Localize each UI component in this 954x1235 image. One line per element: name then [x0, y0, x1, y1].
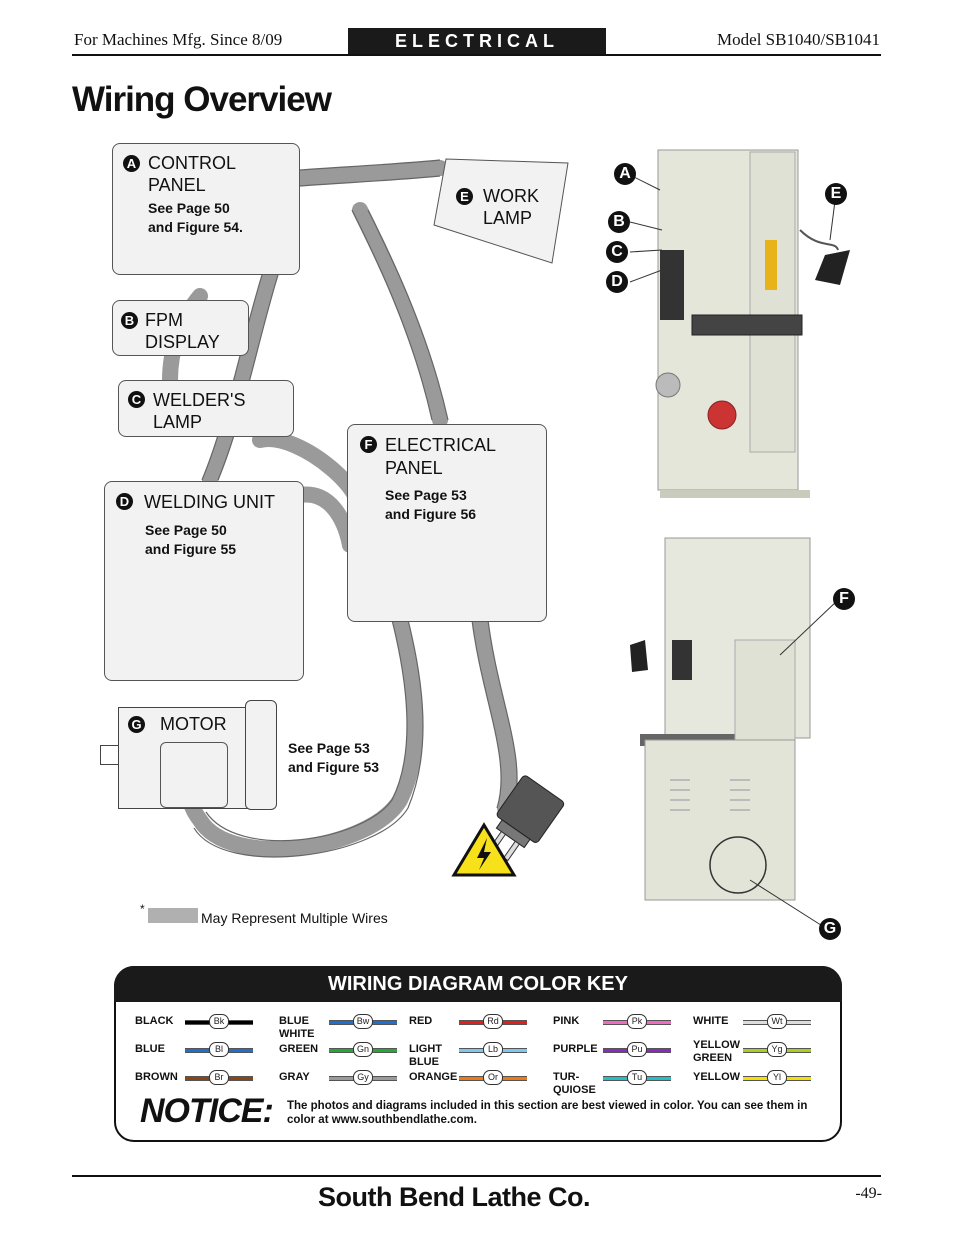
welding-unit-box: D WELDING UNIT See Page 50 and Figure 55 [104, 481, 304, 681]
welders-lamp-label-2: LAMP [153, 412, 203, 432]
color-key-name: BLUE WHITE [279, 1015, 315, 1040]
header-section-tab: ELECTRICAL [348, 28, 606, 54]
color-key-abbr: Yl [767, 1070, 787, 1085]
work-lamp-label-2: LAMP [483, 208, 533, 228]
motor-end-cap [245, 700, 277, 810]
color-key-name: GREEN [279, 1043, 319, 1055]
color-key-abbr: Gn [353, 1042, 373, 1057]
badge-f: F [360, 436, 377, 453]
color-key-abbr: Gy [353, 1070, 373, 1085]
color-key-abbr: Pu [627, 1042, 647, 1057]
header-machines-date: For Machines Mfg. Since 8/09 [74, 30, 283, 49]
badge-d: D [116, 493, 133, 510]
control-panel-ref-2: and Figure 54. [148, 219, 243, 235]
photo-label-e: E [825, 183, 847, 205]
color-key-abbr: Bl [209, 1042, 229, 1057]
color-key-abbr: Wt [767, 1014, 787, 1029]
welding-unit-ref-2: and Figure 55 [145, 541, 237, 557]
color-key-name: PINK [553, 1015, 580, 1027]
welding-unit-label: WELDING UNIT [144, 492, 276, 512]
header-rule [72, 54, 881, 56]
control-panel-box: A CONTROL PANEL See Page 50 and Figure 5… [112, 143, 300, 275]
motor-ref-1: See Page 53 [288, 740, 370, 756]
photo-label-f: F [833, 588, 855, 610]
welding-unit-ref-1: See Page 50 [145, 522, 227, 538]
wire-note-text: May Represent Multiple Wires [201, 910, 388, 926]
color-key-abbr: Bk [209, 1014, 229, 1029]
motor-ref-2: and Figure 53 [288, 759, 380, 775]
color-key-abbr: Or [483, 1070, 503, 1085]
notice-text: The photos and diagrams included in this… [287, 1100, 808, 1126]
color-key-abbr: Pk [627, 1014, 647, 1029]
color-key-name: PURPLE [553, 1043, 598, 1055]
motor-label: MOTOR [160, 714, 227, 734]
header-model: Model SB1040/SB1041 [717, 30, 880, 49]
color-key-name: TUR-QUIOSE [553, 1071, 596, 1096]
electrical-panel-label-2: PANEL [385, 458, 443, 478]
photo-label-g: G [819, 918, 841, 940]
color-key-name: GRAY [279, 1071, 310, 1083]
badge-g: G [128, 716, 145, 733]
welders-lamp-box: C WELDER'S LAMP [118, 380, 294, 437]
color-key-name: ORANGE [409, 1071, 458, 1083]
color-key-abbr: Lb [483, 1042, 503, 1057]
control-panel-label-2: PANEL [148, 175, 206, 195]
footer-rule [72, 1175, 881, 1177]
notice-heading: NOTICE: [140, 1092, 274, 1130]
color-key-name: BROWN [135, 1071, 178, 1083]
color-key-name: BLUE [135, 1043, 165, 1055]
motor-junction-box [160, 742, 228, 808]
electrical-panel-ref-1: See Page 53 [385, 487, 467, 503]
page-title: Wiring Overview [72, 80, 332, 119]
color-key-title: WIRING DIAGRAM COLOR KEY [114, 966, 842, 1002]
color-key-name: YELLOW GREEN [693, 1039, 741, 1064]
color-key-abbr: Bw [353, 1014, 373, 1029]
control-panel-ref-1: See Page 50 [148, 200, 230, 216]
page-number: -49- [855, 1185, 882, 1202]
wire-note-asterisk: * [140, 902, 145, 916]
electrical-panel-ref-2: and Figure 56 [385, 506, 477, 522]
work-lamp-box-shape [433, 158, 569, 264]
color-key-abbr: Yg [767, 1042, 787, 1057]
photo-label-b: B [608, 211, 630, 233]
fpm-display-box: B FPM DISPLAY [112, 300, 249, 356]
badge-e: E [456, 188, 473, 205]
color-key-name: LIGHT BLUE [409, 1043, 442, 1068]
power-plug-icon [489, 775, 565, 862]
welders-lamp-label-1: WELDER'S [153, 390, 246, 410]
photo-label-a: A [614, 163, 636, 185]
color-key-name: WHITE [693, 1015, 729, 1027]
electrical-panel-label-1: ELECTRICAL [385, 435, 497, 455]
work-lamp-label-1: WORK [483, 186, 539, 206]
fpm-display-label-1: FPM [145, 310, 183, 330]
electrical-hazard-icon [451, 822, 517, 877]
photo-label-c: C [606, 241, 628, 263]
photo-label-d: D [606, 271, 628, 293]
badge-a: A [123, 155, 140, 172]
color-key-abbr: Br [209, 1070, 229, 1085]
fpm-display-label-2: DISPLAY [145, 332, 220, 352]
footer-brand: South Bend Lathe Co. [318, 1182, 590, 1212]
color-key-abbr: Tu [627, 1070, 647, 1085]
bandsaw-photos [629, 149, 850, 928]
electrical-panel-box: F ELECTRICAL PANEL See Page 53 and Figur… [347, 424, 547, 622]
color-key-abbr: Rd [483, 1014, 503, 1029]
color-key-name: RED [409, 1015, 433, 1027]
color-key-name: BLACK [135, 1015, 174, 1027]
badge-b: B [121, 312, 138, 329]
badge-c: C [128, 391, 145, 408]
color-key-name: YELLOW [693, 1071, 741, 1083]
control-panel-label-1: CONTROL [148, 153, 237, 173]
wire-note-swatch [148, 908, 198, 923]
